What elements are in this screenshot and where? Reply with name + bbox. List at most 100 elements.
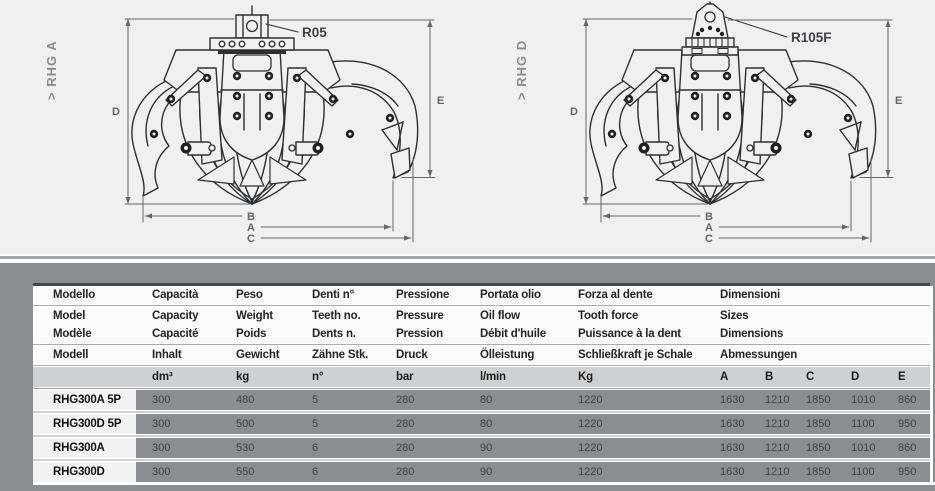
cell-value: 950	[898, 418, 917, 430]
cell-value: 1220	[578, 442, 603, 454]
cell-value: 6	[312, 442, 319, 454]
header-cell: Portata olio	[480, 289, 541, 301]
header-cell: Modèle	[53, 328, 92, 340]
unit-cell: l/min	[480, 371, 506, 383]
row-separator	[33, 387, 930, 390]
drawing-side-label: > RHG A	[44, 40, 59, 100]
header-cell: Capacity	[152, 310, 199, 322]
unit-cell: n°	[312, 371, 324, 383]
header-separator	[33, 343, 930, 346]
unit-cell: B	[765, 371, 774, 383]
header-cell: Gewicht	[236, 349, 280, 361]
header-cell: Model	[53, 310, 86, 322]
header-cell: Druck	[396, 349, 428, 361]
header-cell: Capacité	[152, 328, 199, 340]
cell-model: RHG300A 5P	[33, 390, 136, 410]
dim-label-a: A	[705, 222, 713, 234]
cell-value: 6	[312, 466, 319, 478]
dim-label-b: B	[247, 211, 255, 223]
row-separator	[33, 434, 930, 438]
cell-value: 1850	[806, 466, 831, 478]
cell-value: 1220	[578, 394, 603, 406]
header-cell: Modell	[53, 349, 89, 361]
header-cell: Pression	[396, 328, 443, 340]
dim-label-c: C	[705, 233, 713, 245]
dim-label-b: B	[705, 211, 713, 223]
cell-value: 480	[236, 394, 255, 406]
cell-value: 1850	[806, 394, 831, 406]
row-separator	[33, 410, 930, 414]
header-cell: Ölleistung	[480, 349, 535, 361]
cell-value: 280	[396, 466, 415, 478]
cell-model: RHG300A	[33, 438, 136, 458]
cell-model: RHG300D	[33, 462, 136, 482]
unit-cell: E	[898, 371, 906, 383]
header-cell: Inhalt	[152, 349, 182, 361]
cell-value: 5	[312, 418, 319, 430]
header-cell: Dimensioni	[720, 289, 780, 301]
cell-value: 90	[480, 442, 493, 454]
cell-value: 1210	[765, 394, 790, 406]
unit-cell: C	[806, 371, 815, 383]
header-separator	[33, 304, 930, 307]
dim-label-c: C	[247, 233, 255, 245]
cell-value: 1100	[851, 418, 875, 430]
cell-value: 1850	[806, 418, 831, 430]
cell-value: 90	[480, 466, 493, 478]
row-separator	[33, 458, 930, 462]
header-cell: Denti n°	[312, 289, 354, 301]
cell-value: 280	[396, 418, 415, 430]
dim-label-d: D	[570, 106, 578, 118]
cell-value: 1630	[720, 418, 745, 430]
dim-label-a: A	[247, 222, 255, 234]
cell-value: 1210	[765, 466, 790, 478]
cell-value: 530	[236, 442, 255, 454]
unit-cell: D	[851, 371, 860, 383]
cell-value: 550	[236, 466, 255, 478]
cell-value: 1630	[720, 442, 745, 454]
header-separator	[33, 364, 930, 367]
cell-value: 1850	[806, 442, 831, 454]
section-divider	[0, 254, 935, 263]
cell-value: 5	[312, 394, 319, 406]
callout-label: R05	[302, 25, 327, 40]
header-cell: Peso	[236, 289, 263, 301]
unit-cell: bar	[396, 371, 414, 383]
cell-value: 950	[898, 466, 917, 478]
cell-value: 860	[898, 442, 917, 454]
cell-value: 300	[152, 418, 171, 430]
cell-value: 1220	[578, 418, 603, 430]
header-cell: Pressure	[396, 310, 444, 322]
cell-value: 280	[396, 442, 415, 454]
header-cell: Modello	[53, 289, 96, 301]
header-cell: Forza al dente	[578, 289, 653, 301]
unit-cell: kg	[236, 371, 250, 383]
header-cell: Dimensions	[720, 328, 784, 340]
cell-value: 1210	[765, 418, 790, 430]
cell-value: 1010	[851, 394, 876, 406]
cell-value: 1100	[851, 466, 875, 478]
cell-model: RHG300D 5P	[33, 414, 136, 434]
header-cell: Teeth no.	[312, 310, 361, 322]
header-cell: Abmessungen	[720, 349, 798, 361]
cell-value: 300	[152, 394, 171, 406]
drawing-side-label: > RHG D	[514, 40, 529, 100]
header-cell: Dents n.	[312, 328, 356, 340]
header-cell: Schließkraft je Schale	[578, 349, 693, 361]
unit-cell: Kg	[578, 371, 593, 383]
table-bottom-rule	[33, 482, 935, 485]
cell-value: 300	[152, 442, 171, 454]
dim-label-d: D	[112, 106, 120, 118]
header-cell: Pressione	[396, 289, 450, 301]
cell-value: 300	[152, 466, 171, 478]
